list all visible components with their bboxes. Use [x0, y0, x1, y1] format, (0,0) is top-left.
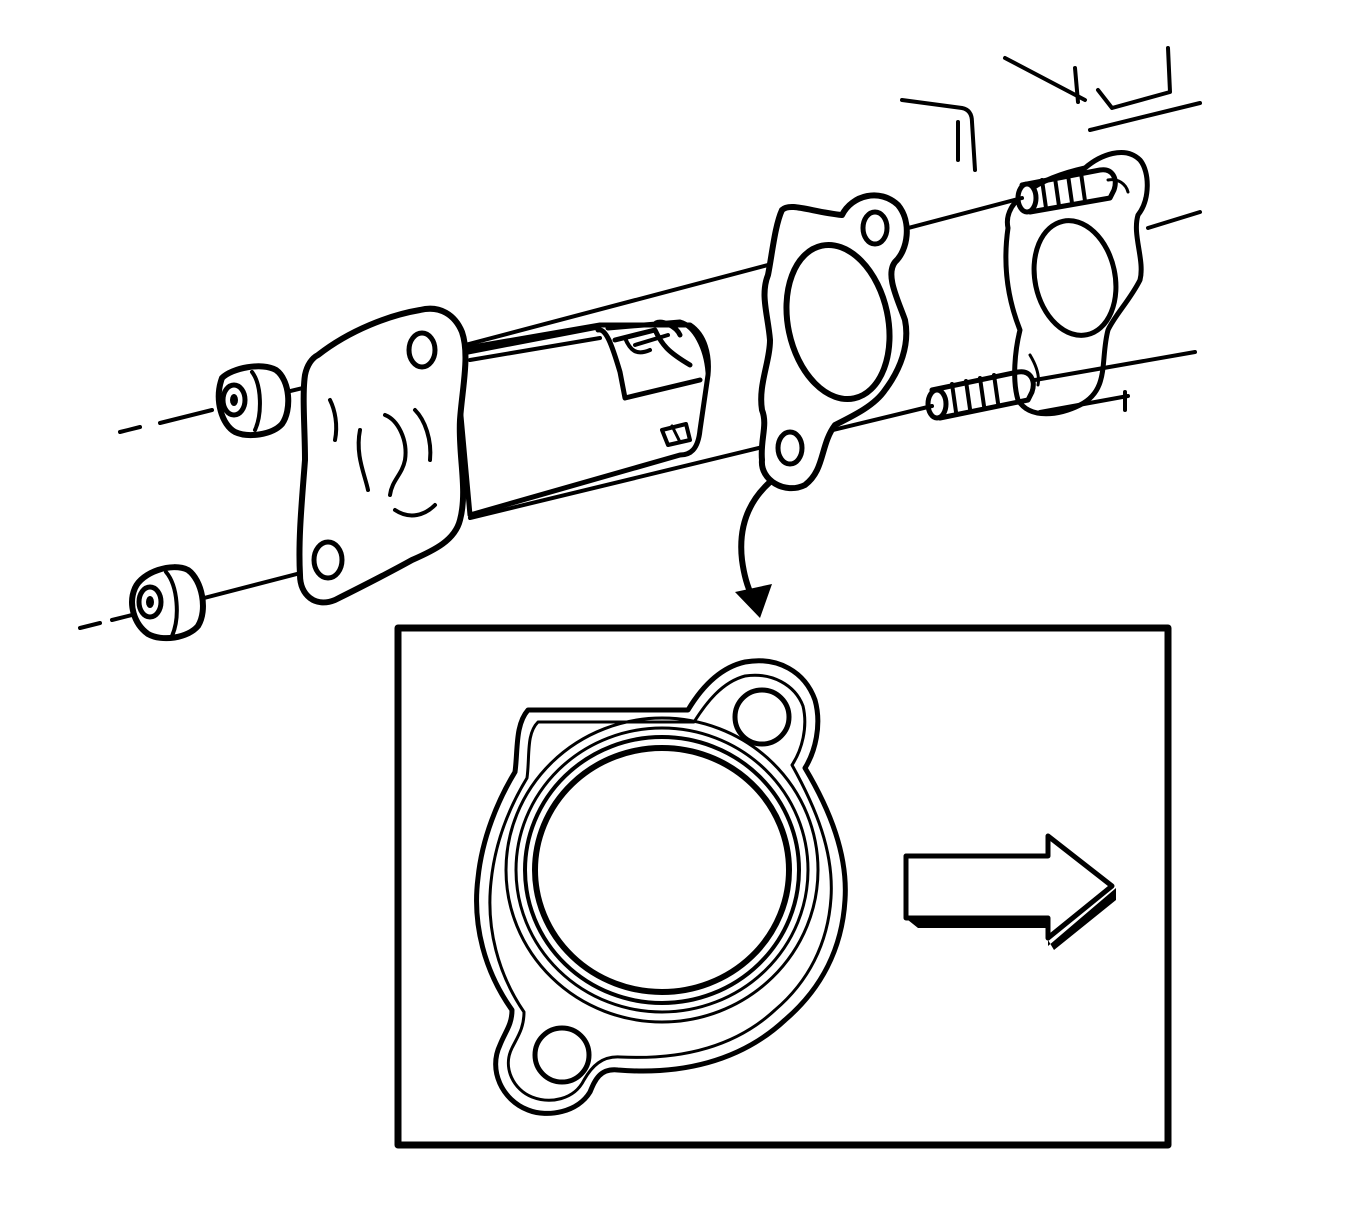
valve-assembly	[296, 305, 711, 606]
detail-inset-gasket	[474, 658, 848, 1116]
gasket	[758, 192, 910, 492]
direction-arrow-icon	[903, 833, 1116, 950]
mounting-stud-lower	[925, 369, 1036, 421]
curved-pointer-arrow-icon	[735, 479, 773, 618]
engine-housing	[900, 46, 1202, 417]
mounting-stud-upper	[1015, 167, 1118, 215]
nut-upper	[215, 363, 292, 439]
nut-lower	[129, 564, 206, 642]
detail-inset	[394, 624, 1172, 1149]
